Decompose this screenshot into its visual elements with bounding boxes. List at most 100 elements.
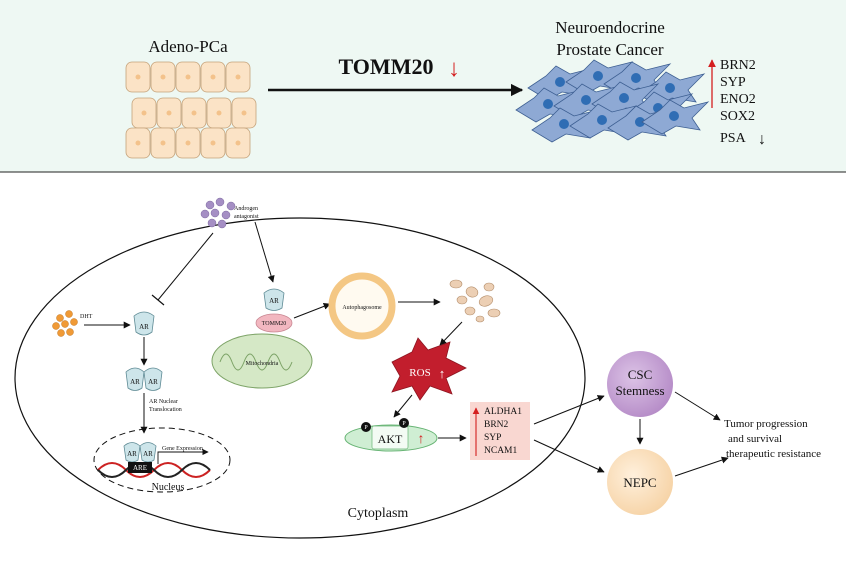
tomm20-protein-label: TOMM20 [262, 321, 287, 327]
target-ncam1: NCAM1 [484, 446, 518, 456]
marker-syp: SYP [720, 75, 746, 90]
antagonist-to-mito-ar-arrow [254, 221, 275, 283]
nucleus-ar-left-label: AR [127, 450, 137, 458]
fragments-to-ros-arrow [439, 321, 463, 346]
ne-cell-nucleus [631, 73, 641, 83]
target-aldha1: ALDHA1 [484, 407, 522, 417]
stemness-label: Stemness [615, 383, 664, 398]
dna-helix [97, 462, 211, 478]
result-line3: therapeutic resistance [726, 448, 821, 460]
ar-dimer-left-label: AR [130, 378, 140, 386]
marker-brn2: BRN2 [720, 58, 756, 73]
target-syp: SYP [484, 433, 501, 443]
ne-cell-nucleus [619, 93, 629, 103]
adeno-cells [125, 61, 257, 159]
mito-ar-label: AR [269, 297, 279, 305]
autophagosome [328, 272, 396, 340]
csc-stemness-node [607, 351, 673, 417]
ne-cell-nucleus [593, 71, 603, 81]
ne-cell-nucleus [555, 77, 565, 87]
mitochondria-label: Mitochondria [246, 361, 279, 367]
nucleus-ar-right-label: AR [143, 450, 153, 458]
androgen-antagonist-label-2: antagonist [234, 214, 259, 220]
nepc-label: NEPC [623, 475, 656, 490]
ne-cell-nucleus [597, 115, 607, 125]
ros-to-akt-arrow [393, 394, 413, 418]
mitochondria [211, 333, 313, 389]
ros-label: ROS [409, 367, 430, 379]
adeno-cell-nucleus [185, 74, 191, 80]
targets-to-csc-arrow [533, 395, 605, 425]
tomm20-label: TOMM20 [339, 54, 434, 79]
neuroendocrine-cells [515, 59, 710, 143]
csc-to-result-arrow [674, 391, 721, 421]
dht-label: DHT [80, 314, 93, 320]
marker-psa: PSA [720, 131, 747, 146]
ne-cell-nucleus [635, 117, 645, 127]
marker-sox2: SOX2 [720, 109, 755, 124]
ros-burst [391, 337, 467, 401]
antagonist-dots [200, 197, 236, 229]
cell-membrane [14, 217, 586, 539]
phospho-right [399, 418, 409, 428]
marker-eno2: ENO2 [720, 92, 756, 107]
mitochondria-cristae [219, 353, 293, 371]
adeno-cell-nucleus [235, 74, 241, 80]
ne-cell-nucleus [665, 83, 675, 93]
ar-label: AR [139, 323, 149, 331]
adeno-cell-nucleus [241, 110, 247, 116]
phospho-left-label: P [364, 425, 368, 431]
targets-to-nepc-arrow [533, 439, 605, 473]
ar-dimer: AR AR [125, 367, 163, 391]
adeno-cell-nucleus [160, 74, 166, 80]
tomm20-down-arrow: ↓ [448, 56, 460, 82]
nucleus-ar-dimer: AR AR [123, 442, 157, 463]
inhibition-bar [151, 294, 165, 306]
akt-box [371, 425, 409, 450]
ar-nuclear-label-1: AR Nuclear [149, 399, 178, 405]
adeno-cell-nucleus [185, 140, 191, 146]
nepc-title-line2: Prostate Cancer [556, 40, 663, 59]
dht-dots [52, 310, 78, 337]
nepc-to-result-arrow [674, 456, 729, 477]
nepc-node [607, 449, 673, 515]
mito-ar-receptor: AR [263, 288, 285, 311]
autophagosome-label: Autophagosome [342, 305, 382, 311]
adeno-cell-nucleus [216, 110, 222, 116]
akt-label: AKT [378, 432, 403, 446]
adeno-cell-nucleus [191, 110, 197, 116]
ne-cell-nucleus [559, 119, 569, 129]
adeno-cell-nucleus [135, 74, 141, 80]
adeno-cell-nucleus [166, 110, 172, 116]
androgen-antagonist-label-1: Androgen [234, 206, 258, 212]
are-label: ARE [133, 464, 147, 472]
gene-expression-label: Gene Expression [162, 446, 203, 452]
ar-nuclear-label-2: Translocation [149, 407, 182, 413]
result-line1: Tumor progression [724, 418, 808, 430]
adeno-cell-nucleus [141, 110, 147, 116]
adeno-cell-nucleus [235, 140, 241, 146]
ne-cell-nucleus [581, 95, 591, 105]
target-brn2: BRN2 [484, 420, 509, 430]
adeno-cell-nucleus [160, 140, 166, 146]
ne-cell-nucleus [669, 111, 679, 121]
adeno-cell-nucleus [210, 140, 216, 146]
ar-receptor: AR [133, 311, 155, 336]
psa-down-arrow: ↓ [758, 131, 766, 148]
ros-up-arrow: ↑ [439, 366, 446, 381]
cytoplasm-label: Cytoplasm [348, 506, 409, 521]
targets-box [470, 402, 530, 460]
phospho-right-label: P [402, 421, 406, 427]
gene-expression-arrow [157, 448, 209, 464]
nepc-title-line1: Neuroendocrine [555, 18, 665, 37]
result-line2: and survival [728, 433, 782, 445]
antagonist-inhibition-line [157, 232, 214, 301]
tomm20-to-autophagosome-arrow [293, 303, 331, 319]
tomm20-protein [255, 313, 293, 333]
degraded-fragments [449, 279, 501, 323]
akt-up-arrow: ↑ [418, 432, 425, 447]
adeno-cell-nucleus [135, 140, 141, 146]
csc-label: CSC [628, 367, 653, 382]
nucleus-label: Nucleus [152, 482, 185, 493]
